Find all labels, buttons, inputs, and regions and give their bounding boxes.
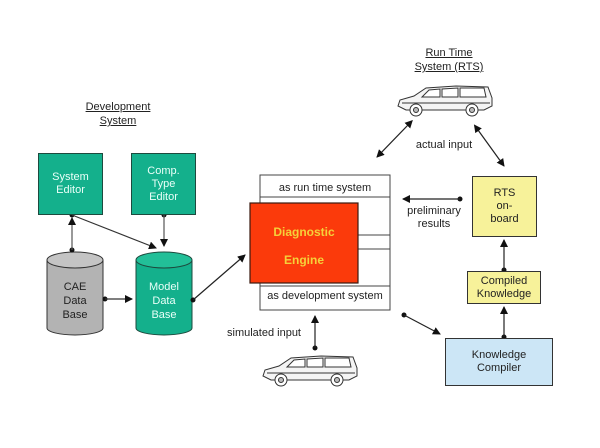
arrow-simulated-input [311,315,319,351]
model-database-label-1: Model [149,281,179,293]
comp-type-editor-label-3: Editor [149,190,178,203]
cae-database-label: CAE Data Base [47,280,103,322]
diagnostic-engine-label-1: Diagnostic [273,225,335,239]
comp-type-editor-label-1: Comp. [147,164,180,177]
system-editor-box: System Editor [38,153,103,215]
development-system-title-line2: System [99,115,137,127]
cae-database-label-2: Data [63,295,87,307]
car-icon-simulated [262,355,358,387]
simulated-input-label: simulated input [227,327,301,339]
diagnostic-engine-label-2: Engine [283,253,324,267]
model-database-label-2: Data [152,295,176,307]
rts-onboard-label-3: board [490,213,519,225]
knowledge-compiler-label-1: Knowledge [471,349,527,361]
arrow-cae-to-model-db [102,295,133,303]
compiled-knowledge-label-2: Knowledge [476,287,532,300]
comp-type-editor-label-2: Type [151,177,176,190]
preliminary-results-label: preliminary results [398,205,470,231]
preliminary-results-label-1: preliminary [407,205,461,217]
diagnostic-engine-label: Diagnostic Engine [250,218,358,274]
system-editor-label-2: Editor [56,184,85,196]
development-system-title: Development System [72,100,164,128]
model-database-label: Model Data Base [136,280,192,322]
arrow-engine-to-compiler [401,312,441,335]
as-run-time-system-label: as run time system [278,182,372,194]
arrow-compiled-to-rts [500,239,508,273]
model-database-label-3: Base [151,309,177,321]
arrow-cae-to-system-editor [68,217,76,253]
model-database-cylinder [135,251,193,336]
cae-database-label-1: CAE [63,281,87,293]
compiled-knowledge-box: Compiled Knowledge [467,271,541,304]
cae-database-cylinder [46,251,104,336]
arrow-compiler-to-compiled [500,306,508,340]
comp-type-editor-box: Comp. Type Editor [131,153,196,215]
diagnostic-engine-box [249,202,359,284]
arrow-actual-input-left [376,119,413,158]
run-time-system-title-line2: System (RTS) [414,61,484,73]
arrow-model-db-to-engine [190,254,246,303]
arrow-comp-type-to-model-db [160,212,168,247]
knowledge-compiler-label-2: Compiler [476,362,521,374]
run-time-system-title: Run Time System (RTS) [404,46,494,74]
actual-input-label: actual input [415,139,473,151]
system-editor-label-1: System [52,171,89,183]
run-time-system-title-line1: Run Time [425,47,473,59]
cae-database-label-3: Base [62,309,88,321]
compiled-knowledge-label-1: Compiled [480,274,528,287]
rts-onboard-label-2: on- [496,200,513,212]
arrow-system-editor-to-model-db [69,212,157,250]
preliminary-results-label-2: results [417,218,451,230]
arrow-actual-input-right [473,124,505,167]
development-system-title-line1: Development [85,101,151,113]
rts-onboard-label-1: RTS [493,187,516,199]
as-development-system-label: as development system [267,290,383,302]
car-icon-rts [397,85,493,117]
rts-onboard-box: RTS on- board [472,176,537,237]
arrow-preliminary-results [402,195,463,203]
knowledge-compiler-box: Knowledge Compiler [445,338,553,386]
